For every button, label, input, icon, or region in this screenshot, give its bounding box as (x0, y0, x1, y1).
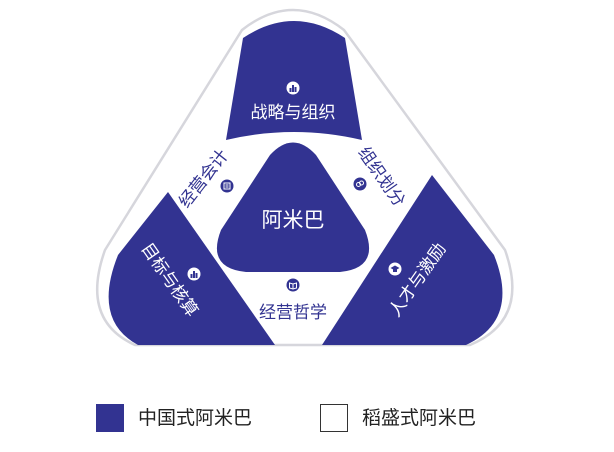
legend-label-chinese: 中国式阿米巴 (138, 407, 253, 429)
report-icon (220, 179, 234, 193)
legend-label-inamori: 稻盛式阿米巴 (362, 407, 477, 429)
top-segment[interactable] (226, 21, 362, 140)
center-triangle[interactable] (216, 142, 370, 273)
right-segment[interactable] (322, 175, 503, 345)
legend-swatch-inamori (320, 404, 348, 432)
bar-chart-icon (286, 81, 300, 95)
graduation-cap-icon (388, 262, 402, 276)
inner-bottom-label: 经营哲学 (259, 303, 327, 323)
center-label: 阿米巴 (262, 208, 325, 232)
book-icon (286, 278, 300, 292)
bar-chart-icon (187, 267, 201, 281)
top-label: 战略与组织 (251, 103, 336, 123)
link-icon (353, 177, 367, 191)
legend-swatch-chinese (96, 404, 124, 432)
